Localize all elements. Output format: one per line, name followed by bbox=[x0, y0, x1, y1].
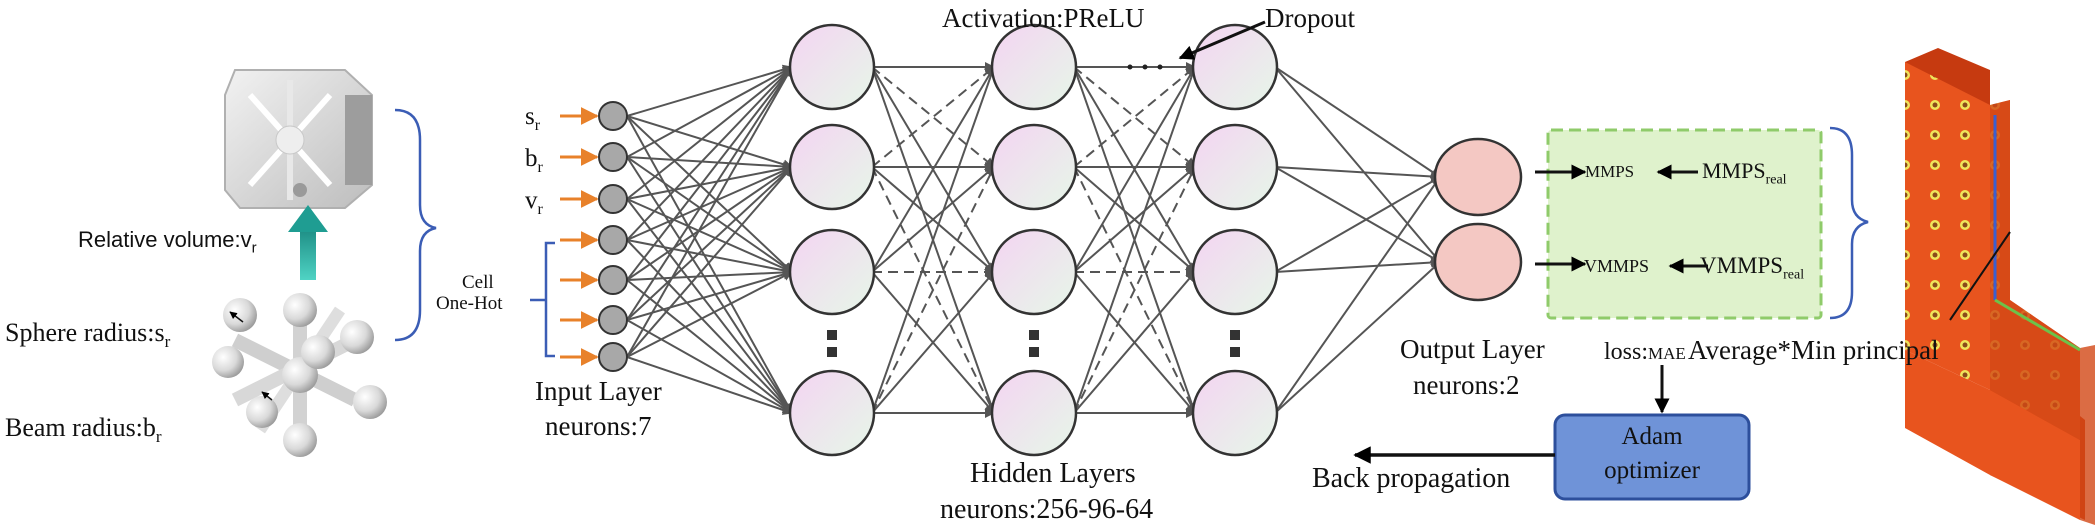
pred-vmmps: VMMPS bbox=[1584, 256, 1650, 276]
hidden-layers-neurons: neurons:256-96-64 bbox=[940, 494, 1154, 525]
ellipsis-dot-L2-2 bbox=[1029, 347, 1039, 357]
input-feature-br: br bbox=[525, 145, 543, 176]
target-box bbox=[1546, 128, 1823, 320]
hidden-neuron-L1-1 bbox=[788, 23, 876, 111]
dropout-label: Dropout bbox=[1265, 3, 1355, 33]
relative-volume-label: Relative volume:vr bbox=[78, 227, 257, 257]
onehot-bracket bbox=[544, 241, 555, 358]
back-propagation-label: Back propagation bbox=[1312, 463, 1511, 494]
optimizer-line1: Adam bbox=[1621, 423, 1683, 450]
hidden-neuron-L1-2 bbox=[788, 123, 876, 211]
input-neuron-4 bbox=[598, 225, 628, 255]
adam-optimizer-box bbox=[1553, 413, 1751, 501]
sphere-radius-label: Sphere radius:sr bbox=[5, 318, 171, 352]
optimizer-line2: optimizer bbox=[1604, 457, 1700, 484]
output-layer-title: Output Layer bbox=[1400, 334, 1545, 364]
lattice-cell-image bbox=[212, 293, 387, 457]
hidden-neuron-L1-4 bbox=[788, 369, 876, 457]
output-neuron-2 bbox=[1433, 222, 1523, 302]
output-neuron-1 bbox=[1433, 137, 1523, 217]
ellipsis-dot-L3-2 bbox=[1230, 347, 1240, 357]
stress-contour-image bbox=[1905, 48, 2095, 525]
real-mmps: MMPSreal bbox=[1702, 158, 1787, 188]
stress-contour-label: Average*Min principal bbox=[1688, 335, 1939, 365]
hidden-neuron-L3-2 bbox=[1191, 123, 1279, 211]
ellipsis-dot-L1-2 bbox=[827, 347, 837, 357]
input-neuron-7 bbox=[598, 342, 628, 372]
hidden-neuron-L3-4 bbox=[1191, 369, 1279, 457]
input-layer-title: Input Layer bbox=[535, 376, 662, 406]
input-neuron-5 bbox=[598, 265, 628, 295]
input-feature-sr: sr bbox=[525, 103, 541, 134]
input-neuron-1 bbox=[598, 101, 628, 131]
hidden-neuron-L3-1 bbox=[1191, 23, 1279, 111]
input-feature-vr: vr bbox=[525, 187, 543, 218]
hidden-neuron-L3-3 bbox=[1191, 228, 1279, 316]
output-layer-neurons: neurons:2 bbox=[1413, 370, 1520, 400]
hidden-neuron-L1-3 bbox=[788, 228, 876, 316]
unit-cell-cube-image bbox=[224, 69, 373, 209]
activation-label: Activation:PReLU bbox=[942, 3, 1145, 33]
dropout-dot-1 bbox=[1127, 64, 1133, 70]
onehot-label-line2: One-Hot bbox=[436, 293, 503, 314]
ellipsis-dot-L2-1 bbox=[1029, 330, 1039, 340]
onehot-label-line1: Cell bbox=[462, 272, 494, 293]
input-neuron-3 bbox=[598, 184, 628, 214]
ellipsis-dot-L3-1 bbox=[1230, 330, 1240, 340]
input-neuron-2 bbox=[598, 142, 628, 172]
network-edges bbox=[560, 62, 1441, 418]
input-neuron-6 bbox=[598, 305, 628, 335]
hidden-neuron-L2-1 bbox=[990, 23, 1078, 111]
left-brace bbox=[394, 108, 437, 342]
network-nodes bbox=[598, 23, 1523, 457]
beam-radius-label: Beam radius:br bbox=[5, 413, 162, 447]
ellipsis-dot-L1-1 bbox=[827, 330, 837, 340]
real-vmmps: VMMPSreal bbox=[1700, 253, 1805, 283]
hidden-neuron-L2-4 bbox=[990, 369, 1078, 457]
hidden-neuron-L2-3 bbox=[990, 228, 1078, 316]
dropout-dot-3 bbox=[1157, 64, 1163, 70]
loss-label: loss:MAE bbox=[1604, 339, 1686, 365]
dropout-dot-2 bbox=[1142, 64, 1148, 70]
hidden-layers-title: Hidden Layers bbox=[970, 458, 1136, 489]
hidden-neuron-L2-2 bbox=[990, 123, 1078, 211]
right-brace bbox=[1829, 126, 1869, 320]
up-arrow-icon bbox=[288, 205, 328, 280]
input-layer-neurons: neurons:7 bbox=[545, 411, 652, 441]
pred-mmps: MMPS bbox=[1585, 162, 1635, 181]
